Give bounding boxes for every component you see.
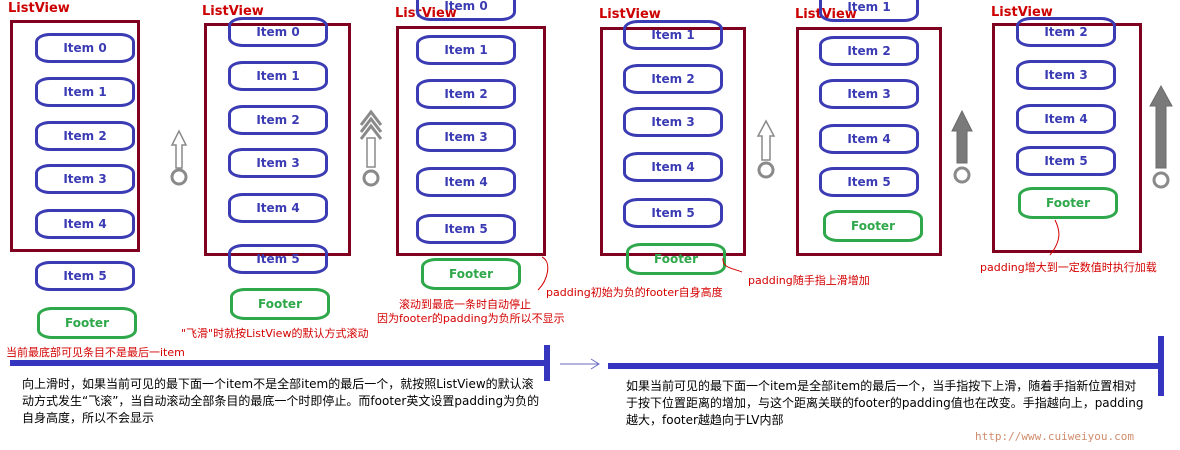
arrow-right-icon [560, 358, 600, 370]
list-item: Item 1 [416, 35, 516, 65]
listview-title: ListView [8, 1, 70, 16]
list-item: Item 2 [228, 105, 328, 135]
list-item: Item 0 [228, 17, 328, 47]
note-not-last-item: 当前最底部可见条目不是最后一item [6, 346, 185, 359]
footer-box: Footer [1018, 187, 1118, 219]
list-item: Item 4 [819, 124, 919, 154]
listview-title: ListView [202, 4, 264, 19]
list-item: Item 3 [819, 79, 919, 109]
timeline-end-left [544, 345, 550, 381]
note-fling: "飞滑"时就按ListView的默认方式滚动 [181, 327, 369, 340]
listview-frame [600, 27, 746, 256]
list-item: Item 1 [623, 20, 723, 50]
listview-frame [10, 20, 140, 252]
listview-title: ListView [599, 7, 661, 22]
listview-frame [992, 23, 1142, 253]
swipe-up-filled-icon [951, 109, 973, 184]
list-item: Item 5 [819, 167, 919, 197]
list-item: Item 5 [416, 214, 516, 244]
list-item: Item 1 [35, 77, 135, 107]
list-item: Item 3 [416, 122, 516, 152]
footer-box: Footer [421, 258, 521, 290]
note-footer-hidden: 因为footer的padding为负所以不显示 [377, 312, 565, 325]
listview-frame [204, 23, 351, 256]
listview-title: ListView [991, 5, 1053, 20]
note-padding-increase: padding随手指上滑增加 [748, 274, 870, 287]
swipe-up-filled-icon [1149, 84, 1173, 189]
footer-box: Footer [823, 210, 923, 242]
list-item: Item 1 [228, 61, 328, 91]
list-item: Item 2 [35, 121, 135, 151]
footer-box: Footer [626, 243, 726, 275]
list-item: Item 4 [623, 152, 723, 182]
watermark: http://www.cuiweiyou.com [975, 430, 1134, 443]
listview-frame [796, 27, 942, 256]
list-item: Item 4 [1016, 104, 1116, 134]
list-item: Item 2 [416, 79, 516, 109]
list-item: Item 5 [1016, 146, 1116, 176]
timeline-end-right [1158, 336, 1164, 396]
swipe-up-icon [756, 119, 776, 179]
list-item: Item 3 [35, 164, 135, 194]
timeline-line-right [608, 363, 1164, 369]
timeline-line-left [10, 360, 550, 366]
list-item: Item 5 [228, 244, 328, 274]
footer-box: Footer [37, 307, 137, 339]
description-right: 如果当前可见的最下面一个item是全部item的最后一个，当手指按下上滑，随着手… [626, 379, 1144, 427]
footer-box: Footer [230, 288, 330, 320]
list-item: Item 2 [819, 36, 919, 66]
list-item: Item 2 [623, 64, 723, 94]
note-padding-load: padding增大到一定数值时执行加载 [980, 261, 1157, 274]
list-item: Item 4 [228, 193, 328, 223]
fast-swipe-up-icon [359, 109, 383, 187]
listview-frame [396, 26, 546, 256]
list-item: Item 5 [623, 198, 723, 228]
list-item: Item 3 [228, 148, 328, 178]
list-item: Item 0 [416, 0, 516, 21]
list-item: Item 4 [35, 209, 135, 239]
list-item: Item 2 [1016, 17, 1116, 47]
list-item: Item 5 [35, 261, 135, 291]
swipe-up-icon [170, 129, 188, 186]
list-item: Item 3 [623, 107, 723, 137]
note-padding-initial: padding初始为负的footer自身高度 [546, 286, 723, 299]
list-item: Item 0 [35, 33, 135, 63]
description-left: 向上滑时，如果当前可见的最下面一个item不是全部item的最后一个，就按照Li… [22, 377, 540, 425]
note-auto-stop: 滚动到最底一条时自动停止 [399, 298, 531, 311]
list-item: Item 1 [819, 0, 919, 22]
list-item: Item 3 [1016, 60, 1116, 90]
list-item: Item 4 [416, 167, 516, 197]
